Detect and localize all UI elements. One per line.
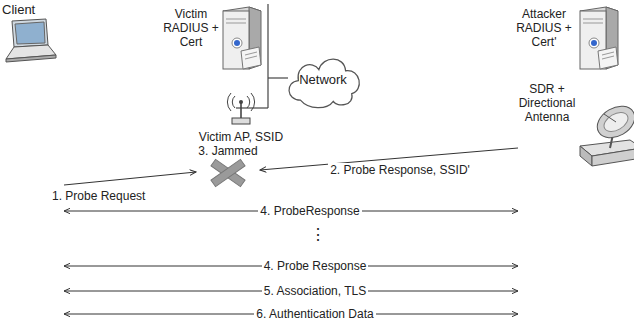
victim-server: Victim RADIUS + Cert bbox=[163, 3, 263, 83]
attacker-server-icon bbox=[576, 3, 622, 77]
node-label: SDR + Directional Antenna bbox=[518, 82, 576, 124]
client-laptop: Client bbox=[2, 3, 64, 321]
ellipsis-mark: ⋮ bbox=[308, 226, 328, 244]
network-cloud: Network bbox=[282, 50, 364, 110]
node-label: Victim RADIUS + Cert bbox=[163, 7, 219, 49]
victim-access-point: Victim AP, SSID bbox=[182, 92, 300, 142]
message-label: 6. Authentication Data bbox=[254, 307, 375, 321]
message-arrow bbox=[64, 172, 196, 185]
message-label: 4. Probe Response bbox=[262, 259, 369, 273]
message-label: 2. Probe Response, SSID' bbox=[328, 163, 472, 177]
jam-symbol-icon bbox=[205, 158, 251, 192]
sdr-antenna-icon bbox=[576, 100, 634, 174]
node-label: Network bbox=[299, 73, 347, 87]
client-laptop-icon bbox=[2, 17, 58, 67]
node-label: 3. Jammed bbox=[198, 144, 257, 158]
victim-server-icon bbox=[219, 3, 265, 77]
message-label: 1. Probe Request bbox=[50, 189, 147, 203]
message-label: 4. ProbeResponse bbox=[258, 204, 361, 218]
node-label: Victim AP, SSID bbox=[199, 130, 283, 144]
victim-access-point-icon bbox=[226, 92, 256, 130]
node-label: Attacker RADIUS + Cert' bbox=[512, 7, 576, 49]
node-label: Client bbox=[2, 3, 35, 17]
attacker-server: Attacker RADIUS + Cert' bbox=[512, 3, 630, 75]
sdr-antenna: SDR + Directional Antenna bbox=[518, 78, 632, 321]
jam-symbol: 3. Jammed bbox=[196, 144, 260, 190]
message-label: 5. Association, TLS bbox=[262, 284, 369, 298]
